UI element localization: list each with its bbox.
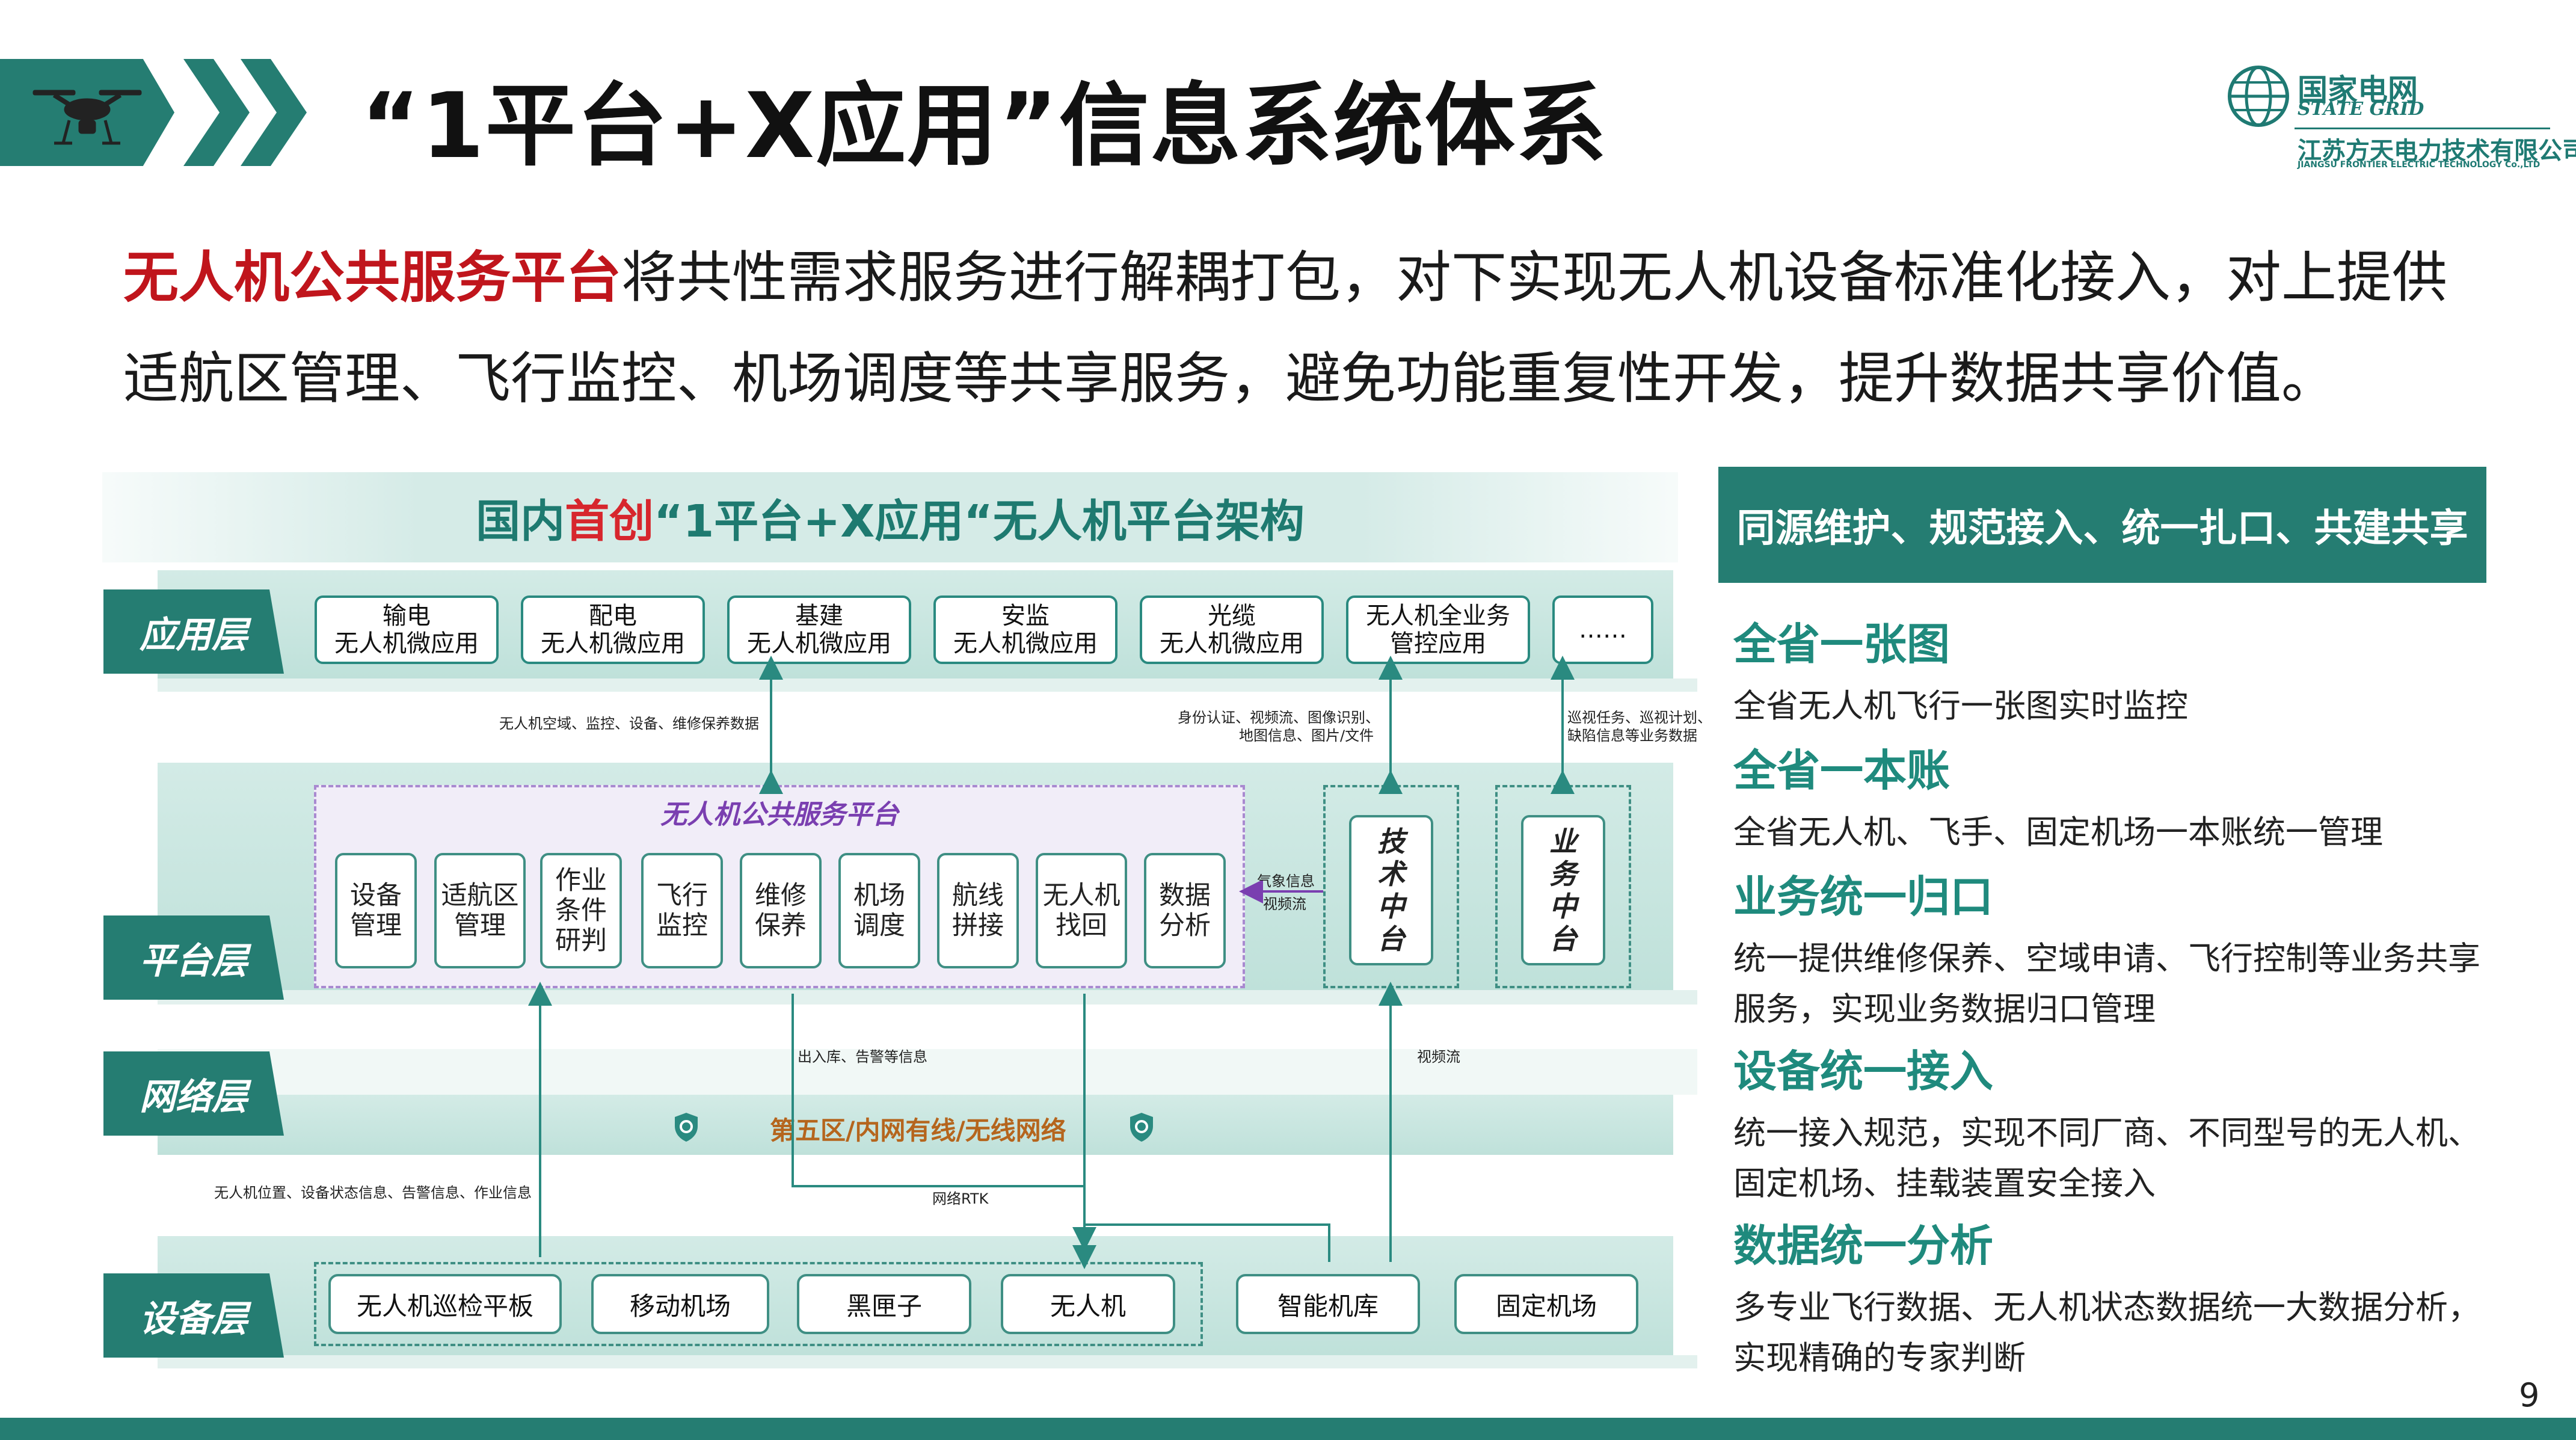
rp-title-3: 业务统一归口 xyxy=(1733,872,1994,922)
rp-title-2: 全省一本账 xyxy=(1733,745,1950,796)
note-inspect-1: 巡视任务、巡视计划、 xyxy=(1567,709,1712,726)
right-panel-header: 同源维护、规范接入、统一扎口、共建共享 xyxy=(1718,467,2486,583)
network-layer-top xyxy=(158,1049,1697,1095)
app-box-distribution: 配电无人机微应用 xyxy=(521,595,705,664)
intro-text: 将共性需求服务进行解耦打包，对下实现无人机设备标准化接入，对上提供适航区管理、飞… xyxy=(123,245,2448,411)
rp-desc-1: 全省无人机飞行一张图实时监控 xyxy=(1733,687,2188,725)
logo-company-en: JIANGSU FRONTIER ELECTRIC TECHNOLOGY Co.… xyxy=(2298,160,2541,170)
logo-cn: 国家电网 xyxy=(2298,73,2418,108)
diagram-title: 国内首创“1平台+X应用“无人机平台架构 xyxy=(102,472,1678,562)
rp-desc-5: 多专业飞行数据、无人机状态数据统一大数据分析，实现精确的专家判断 xyxy=(1733,1288,2480,1377)
layer-label-network: 网络层 xyxy=(103,1051,284,1136)
intro-highlight: 无人机公共服务平台 xyxy=(123,245,622,310)
diagram-title-red: 首创 xyxy=(565,495,654,547)
service-flight-monitor: 飞行监控 xyxy=(641,853,723,968)
shield-icon xyxy=(675,1113,698,1142)
rp-desc-4: 统一接入规范，实现不同厂商、不同型号的无人机、固定机场、挂载装置安全接入 xyxy=(1733,1114,2480,1202)
service-airworthy-zone: 适航区管理 xyxy=(434,853,526,968)
note-inspect-2: 缺陷信息等业务数据 xyxy=(1567,727,1697,744)
service-condition-analysis: 作业条件研判 xyxy=(540,853,622,968)
service-route-stitch: 航线拼接 xyxy=(937,853,1019,968)
diagram-title-post: “1平台+X应用“无人机平台架构 xyxy=(654,495,1305,547)
device-fixed-airport: 固定机场 xyxy=(1454,1274,1638,1334)
rp-desc-2: 全省无人机、飞手、固定机场一本账统一管理 xyxy=(1733,813,2383,851)
service-device-management: 设备管理 xyxy=(335,853,417,968)
device-mobile-airport: 移动机场 xyxy=(591,1274,769,1334)
device-layer-floor xyxy=(158,1355,1697,1368)
rp-title-4: 设备统一接入 xyxy=(1733,1046,1994,1097)
layer-label-app: 应用层 xyxy=(103,589,284,674)
app-box-construction: 基建无人机微应用 xyxy=(727,595,911,664)
note-video: 视频流 xyxy=(1417,1048,1460,1065)
chevron-icon xyxy=(183,59,307,166)
service-airport-dispatch: 机场调度 xyxy=(838,853,920,968)
app-box-more: …… xyxy=(1552,595,1653,664)
diagram-title-pre: 国内 xyxy=(476,495,565,547)
tech-center: 技术中台 xyxy=(1349,815,1433,965)
network-layer-band xyxy=(158,1095,1673,1155)
app-box-safety: 安监无人机微应用 xyxy=(933,595,1117,664)
rp-title-1: 全省一张图 xyxy=(1733,619,1950,669)
logo-divider xyxy=(2295,128,2550,129)
note-auth-2: 地图信息、图片/文件 xyxy=(1239,727,1374,744)
note-device-info: 无人机位置、设备状态信息、告警信息、作业信息 xyxy=(214,1184,532,1201)
service-drone-recovery: 无人机找回 xyxy=(1036,853,1127,968)
biz-center: 业务中台 xyxy=(1521,815,1605,965)
note-rtk: 网络RTK xyxy=(932,1190,989,1207)
bottom-bar xyxy=(0,1418,2576,1440)
platform-name: 无人机公共服务平台 xyxy=(660,799,899,830)
page-number: 9 xyxy=(2519,1376,2540,1414)
service-maintenance: 维修保养 xyxy=(740,853,822,968)
app-box-fiber: 光缆无人机微应用 xyxy=(1140,595,1324,664)
note-storage: 出入库、告警等信息 xyxy=(798,1048,927,1065)
drone-icon xyxy=(32,90,142,145)
device-smart-hangar: 智能机库 xyxy=(1236,1274,1420,1334)
intro-paragraph: 无人机公共服务平台将共性需求服务进行解耦打包，对下实现无人机设备标准化接入，对上… xyxy=(123,227,2499,429)
platform-layer-floor xyxy=(158,990,1697,1005)
connector-lines xyxy=(528,656,1575,1269)
note-app-data: 无人机空域、监控、设备、维修保养数据 xyxy=(499,715,759,732)
rp-desc-3: 统一提供维修保养、空域申请、飞行控制等业务共享服务，实现业务数据归口管理 xyxy=(1733,940,2480,1028)
network-text: 第五区/内网有线/无线网络 xyxy=(770,1116,1066,1145)
logo-en: STATE GRID xyxy=(2298,99,2424,120)
page-title: “1平台+X应用”信息系统体系 xyxy=(361,74,1608,179)
layer-label-device: 设备层 xyxy=(103,1273,284,1358)
device-drone: 无人机 xyxy=(1001,1274,1175,1334)
device-group-frame xyxy=(314,1262,1203,1346)
note-weather-1: 气象信息 xyxy=(1257,873,1315,890)
note-auth-1: 身份认证、视频流、图像识别、 xyxy=(1178,709,1380,726)
note-weather-2: 视频流 xyxy=(1263,896,1306,912)
service-data-analysis: 数据分析 xyxy=(1144,853,1226,968)
logo-company: 江苏方天电力技术有限公司 xyxy=(2298,137,2576,165)
state-grid-logo-icon xyxy=(2228,66,2289,127)
device-tablet: 无人机巡检平板 xyxy=(328,1274,562,1334)
arrow-rtk xyxy=(1084,1223,1330,1262)
app-box-transmission: 输电无人机微应用 xyxy=(315,595,499,664)
rp-title-5: 数据统一分析 xyxy=(1733,1220,1994,1271)
app-box-full-business: 无人机全业务管控应用 xyxy=(1346,595,1530,664)
device-black-box: 黑匣子 xyxy=(797,1274,971,1334)
app-layer-floor xyxy=(158,678,1697,692)
shield-icon-2 xyxy=(1130,1113,1153,1142)
arrow-platform-device xyxy=(792,994,1096,1269)
layer-label-platform: 平台层 xyxy=(103,915,284,1000)
